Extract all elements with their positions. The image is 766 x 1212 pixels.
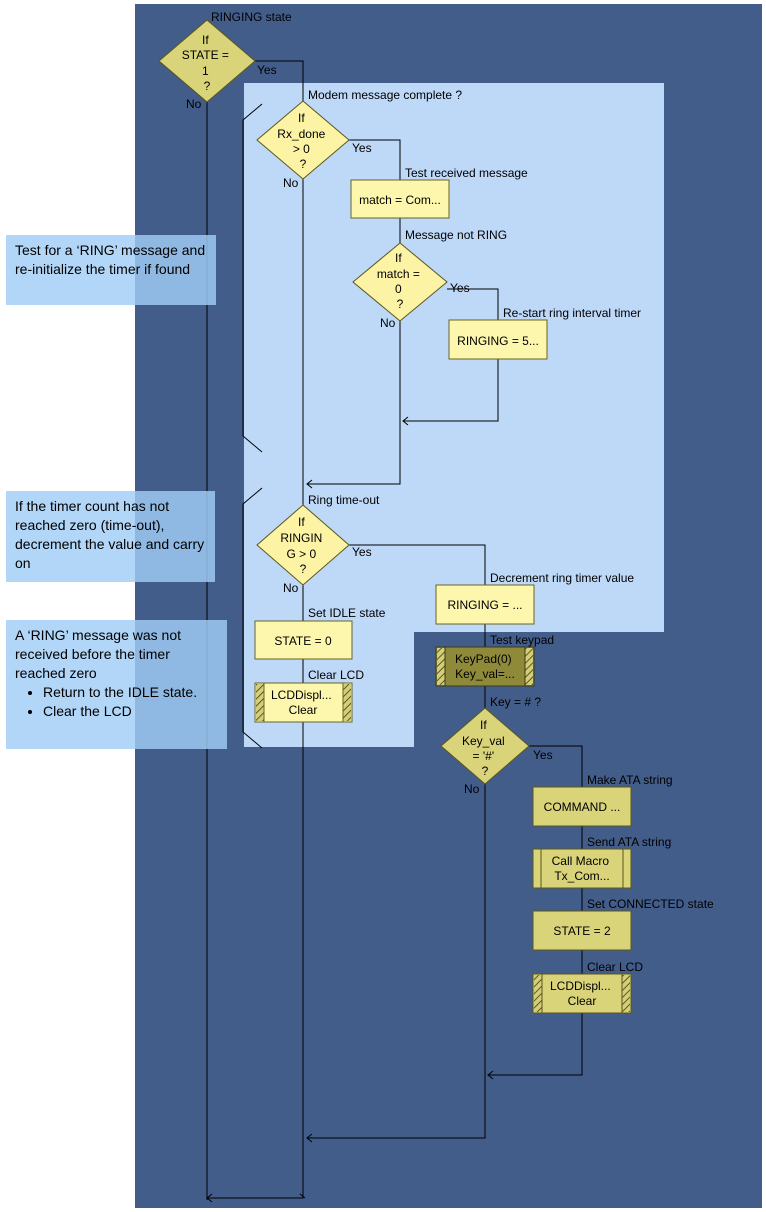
box-command[interactable]: COMMAND ... xyxy=(532,786,632,827)
decision-line: If xyxy=(202,33,209,47)
decision-line: 0 xyxy=(395,282,402,296)
branch-labels: Yes No Yes No Yes No Yes No Yes No xyxy=(186,63,553,796)
box-text: LCDDispl... xyxy=(271,688,332,702)
box-text: RINGING = 5... xyxy=(457,334,539,348)
decision-line: If xyxy=(298,111,305,125)
yes-label: Yes xyxy=(352,545,372,559)
step-label-make-ata: Make ATA string xyxy=(587,773,673,787)
no-label: No xyxy=(283,581,299,595)
svg-text:Call Macro Tx_Com...: Call Macro Tx_Com... xyxy=(552,854,613,883)
decision-line: ? xyxy=(300,157,307,171)
box-text: Call Macro xyxy=(552,854,610,868)
yes-label: Yes xyxy=(450,281,470,295)
macro-lcd-clear-1[interactable]: LCDDispl... Clear xyxy=(254,682,353,723)
step-label-clear-lcd: Clear LCD xyxy=(308,668,364,682)
step-label-set-connected: Set CONNECTED state xyxy=(587,897,714,911)
svg-text:If STATE = 1: If STATE = 1 ? xyxy=(182,33,233,93)
box-text: Clear xyxy=(289,703,318,717)
note-text: If the timer count has not reached zero … xyxy=(15,498,205,571)
note-ring-test: Test for a ‘RING’ message and re-initial… xyxy=(6,235,216,305)
box-text: RINGING = ... xyxy=(447,598,522,612)
decision-line: ? xyxy=(204,79,211,93)
decision-line: ? xyxy=(482,764,489,778)
step-label-ring-timeout: Ring time-out xyxy=(308,493,380,507)
decision-line: If xyxy=(395,251,402,265)
box-text: Tx_Com... xyxy=(554,869,609,883)
decision-line: Rx_done xyxy=(277,127,325,141)
svg-text:If Rx_done > 0: If Rx_done > 0 ? xyxy=(277,111,328,171)
box-text: STATE = 2 xyxy=(553,924,611,938)
decision-line: If xyxy=(480,718,487,732)
decision-state-1[interactable]: If STATE = 1 ? xyxy=(158,19,256,103)
step-label-not-ring: Message not RING xyxy=(405,228,507,242)
macro-keypad[interactable]: KeyPad(0) Key_val=... xyxy=(435,646,535,687)
no-label: No xyxy=(283,176,299,190)
step-label-test-keypad: Test keypad xyxy=(490,633,554,647)
arrowheads xyxy=(206,416,494,1203)
note-bullet: Return to the IDLE state. xyxy=(43,683,219,702)
box-text: match = Com... xyxy=(359,193,441,207)
step-label-send-ata: Send ATA string xyxy=(587,835,671,849)
box-ringing-5[interactable]: RINGING = 5... xyxy=(448,319,548,360)
step-label-clear-lcd: Clear LCD xyxy=(587,960,643,974)
step-label-restart-timer: Re-start ring interval timer xyxy=(503,306,641,320)
note-bullets: Return to the IDLE state. Clear the LCD xyxy=(15,683,219,721)
box-text: Clear xyxy=(568,994,597,1008)
svg-text:If match = 0: If match = 0 ? xyxy=(377,251,423,311)
decision-line: > 0 xyxy=(293,142,310,156)
step-label-test-message: Test received message xyxy=(405,166,528,180)
decision-line: 1 xyxy=(202,64,209,78)
yes-label: Yes xyxy=(257,63,277,77)
box-text: STATE = 0 xyxy=(274,634,332,648)
decision-match[interactable]: If match = 0 ? xyxy=(352,242,448,322)
note-timer-count: If the timer count has not reached zero … xyxy=(6,491,215,582)
step-label-set-idle: Set IDLE state xyxy=(308,606,386,620)
section-brackets xyxy=(242,103,263,749)
decision-line: ? xyxy=(300,562,307,576)
step-label-decrement: Decrement ring timer value xyxy=(490,571,634,585)
state-title: RINGING state xyxy=(211,10,292,24)
decision-rx-done[interactable]: If Rx_done > 0 ? xyxy=(256,100,350,180)
highlight-regions xyxy=(244,83,664,747)
box-text: KeyPad(0) xyxy=(455,652,512,666)
box-state-0[interactable]: STATE = 0 xyxy=(254,620,353,660)
note-text: Test for a ‘RING’ message and re-initial… xyxy=(15,242,206,277)
box-state-2[interactable]: STATE = 2 xyxy=(532,910,632,951)
decision-line: = '#' xyxy=(473,749,495,763)
box-text: COMMAND ... xyxy=(544,800,621,814)
note-bullet: Clear the LCD xyxy=(43,702,219,721)
note-ring-not-received: A ‘RING’ message was not received before… xyxy=(6,620,227,749)
step-label-modem-complete: Modem message complete ? xyxy=(308,88,462,102)
macro-lcd-clear-2[interactable]: LCDDispl... Clear xyxy=(532,973,632,1014)
decision-ringing-gt0[interactable]: If RINGIN G > 0 ? xyxy=(256,504,350,586)
box-text: Key_val=... xyxy=(455,667,515,681)
svg-text:LCDDispl... Clear: LCDDispl... Clear xyxy=(550,979,614,1008)
box-text: LCDDispl... xyxy=(550,979,611,993)
svg-text:LCDDispl... Clear: LCDDispl... Clear xyxy=(271,688,335,717)
no-label: No xyxy=(186,97,202,111)
box-ringing-decrement[interactable]: RINGING = ... xyxy=(435,584,535,625)
note-text: A ‘RING’ message was not received before… xyxy=(15,627,181,681)
decision-line: Key_val xyxy=(462,734,505,748)
decision-key-hash[interactable]: If Key_val = '#' ? xyxy=(440,707,530,785)
decision-line: RINGIN xyxy=(280,531,322,545)
svg-text:If Key_val = '#': If Key_val = '#' ? xyxy=(462,718,508,778)
decision-line: STATE = xyxy=(182,48,229,62)
decision-line: ? xyxy=(397,297,404,311)
macro-call-tx-com[interactable]: Call Macro Tx_Com... xyxy=(532,848,632,889)
decision-line: match = xyxy=(377,267,420,281)
no-label: No xyxy=(464,782,480,796)
step-label-key-hash: Key = # ? xyxy=(490,695,541,709)
yes-label: Yes xyxy=(352,141,372,155)
no-label: No xyxy=(380,316,396,330)
box-match-com[interactable]: match = Com... xyxy=(350,179,450,219)
svg-text:KeyPad(0) Key_val=...: KeyPad(0) Key_val=... xyxy=(455,652,515,681)
yes-label: Yes xyxy=(533,748,553,762)
svg-text:If RINGIN G > 0: If RINGIN G > 0 ? xyxy=(280,515,325,576)
decision-line: If xyxy=(298,515,305,529)
step-labels: RINGING state Modem message complete ? T… xyxy=(211,10,714,974)
decision-line: G > 0 xyxy=(286,547,316,561)
